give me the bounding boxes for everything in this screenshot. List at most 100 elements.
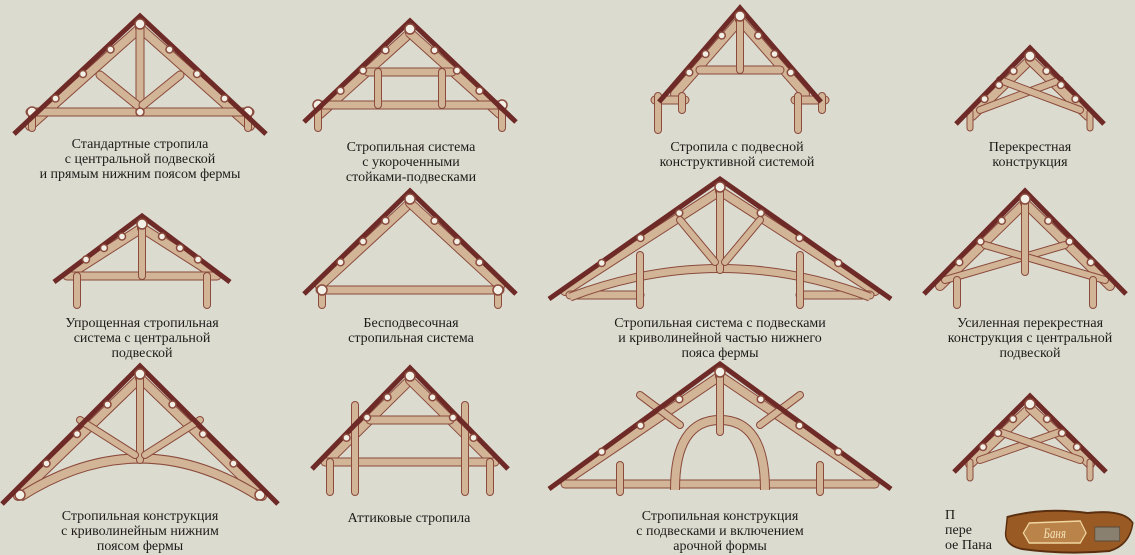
joint — [362, 413, 372, 422]
joint — [99, 243, 109, 253]
joint — [1008, 414, 1018, 424]
joint — [492, 284, 504, 296]
joint — [452, 66, 462, 75]
joint — [175, 243, 185, 253]
truss-arched — [547, 360, 893, 496]
joint — [336, 86, 345, 95]
joint — [134, 18, 146, 30]
joint — [714, 181, 726, 193]
joint — [685, 68, 694, 77]
joint — [976, 237, 985, 246]
joint — [714, 366, 726, 378]
joint — [404, 370, 416, 382]
caption-attic: Аттиковые стропила — [347, 511, 471, 526]
joint — [597, 258, 606, 268]
joint — [756, 395, 765, 404]
joint — [78, 69, 88, 79]
joint — [42, 459, 51, 468]
truss-curved-suspensions — [547, 175, 893, 309]
joint — [955, 258, 964, 267]
joint — [336, 258, 345, 267]
joint — [469, 433, 478, 442]
joint — [404, 23, 416, 35]
joint — [136, 218, 148, 230]
joint — [448, 413, 458, 422]
joint — [1042, 414, 1052, 424]
joint — [475, 86, 484, 95]
joint — [786, 68, 795, 77]
joint — [220, 94, 229, 103]
truss-cross — [954, 44, 1106, 132]
joint — [358, 237, 368, 246]
joint — [1072, 442, 1082, 452]
joint — [157, 232, 167, 241]
roof-line — [547, 360, 893, 492]
joint — [1019, 193, 1031, 205]
joint — [452, 237, 462, 246]
joint — [404, 193, 416, 205]
joint — [756, 208, 765, 218]
joint — [475, 258, 484, 267]
joint — [342, 433, 351, 442]
joint — [1056, 80, 1066, 90]
joint — [770, 49, 779, 59]
joint — [117, 232, 127, 241]
roof-line — [0, 362, 280, 506]
joint — [978, 442, 988, 452]
joint — [980, 94, 989, 104]
truss-standard — [12, 12, 268, 136]
joint — [997, 216, 1006, 225]
joint — [106, 45, 115, 54]
joint — [834, 447, 843, 456]
joint — [834, 258, 843, 268]
joint — [81, 255, 91, 264]
joint — [168, 400, 177, 409]
roof-line — [547, 175, 893, 302]
truss-attic — [310, 364, 510, 496]
joint — [135, 107, 145, 117]
joint — [1071, 94, 1080, 104]
joint — [597, 447, 606, 456]
joint — [717, 31, 726, 40]
joint — [72, 429, 82, 439]
joint — [381, 216, 390, 225]
joint — [754, 31, 763, 40]
joint — [134, 368, 146, 380]
joint — [229, 459, 238, 468]
joint — [383, 393, 392, 402]
joint — [14, 489, 26, 501]
joint — [358, 66, 368, 75]
joint — [675, 395, 684, 404]
joint — [636, 421, 645, 430]
joint — [165, 45, 174, 54]
joint — [701, 49, 710, 59]
joint — [636, 233, 645, 243]
joint — [193, 255, 203, 264]
joint — [1009, 66, 1018, 76]
joint — [103, 400, 112, 409]
joint — [675, 208, 684, 218]
truss-no-suspension — [302, 187, 518, 309]
truss-suspended — [650, 4, 830, 134]
svg-text:Баня: Баня — [1043, 524, 1066, 541]
joint — [430, 216, 439, 225]
joint — [381, 46, 390, 55]
joint — [1086, 258, 1095, 267]
joint — [1044, 216, 1053, 225]
joint — [198, 429, 208, 439]
joint — [430, 46, 439, 55]
joint — [51, 94, 60, 103]
joint — [1024, 50, 1036, 62]
joint — [994, 80, 1004, 90]
joint — [254, 489, 266, 501]
